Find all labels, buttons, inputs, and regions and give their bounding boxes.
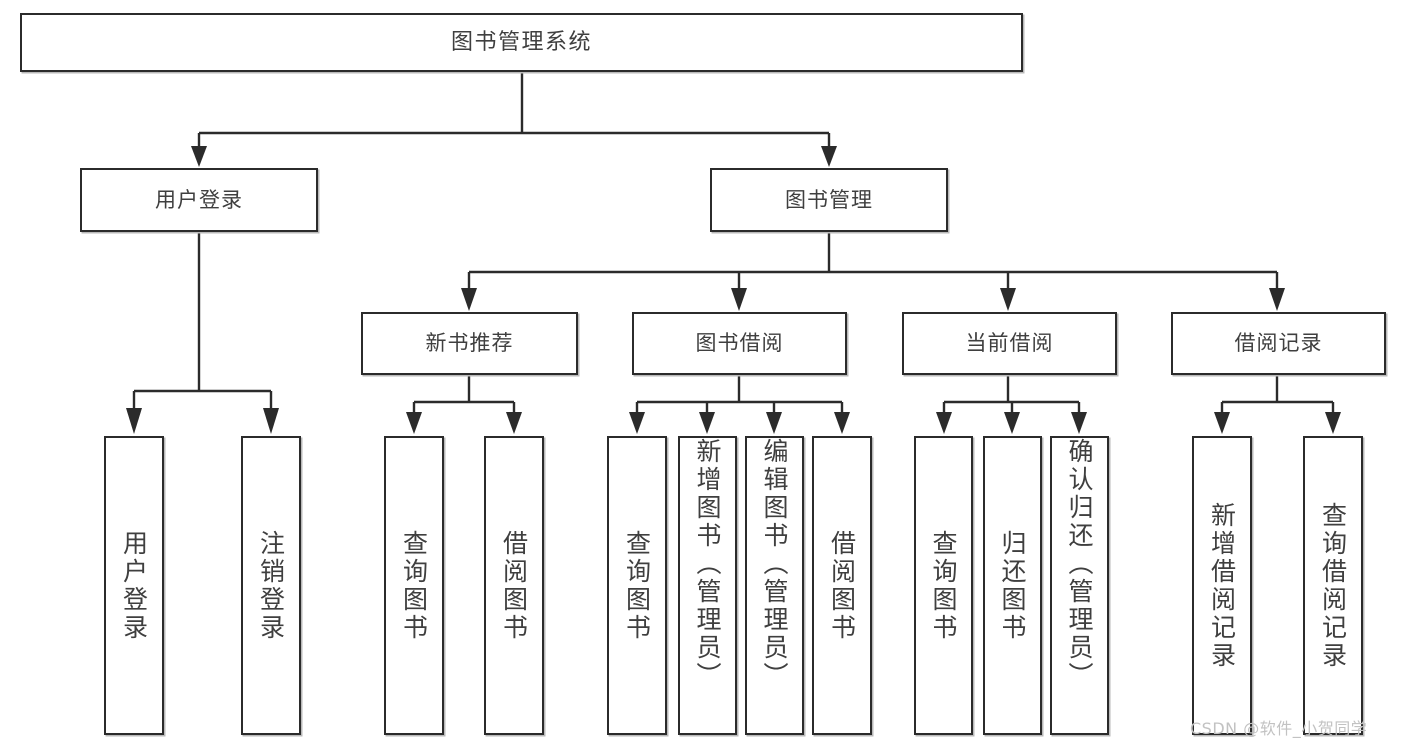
node-root-label: 图书管理系统 (450, 29, 592, 55)
node-leaf-confirm-return[interactable]: 确认归还（管理员） (1050, 436, 1109, 735)
node-new-book-rec-label: 新书推荐 (425, 331, 514, 356)
arrowhead-leaf-query-book-3 (936, 412, 952, 434)
arrowhead-leaf-user-login (126, 408, 142, 434)
node-leaf-add-record-label: 新增借阅记录 (1207, 501, 1237, 670)
node-leaf-user-login[interactable]: 用户登录 (104, 436, 164, 735)
arrowhead-borrow-record (1269, 288, 1285, 311)
node-book-manage[interactable]: 图书管理 (710, 168, 948, 232)
arrowhead-leaf-query-book-1 (406, 412, 422, 434)
node-leaf-user-login-label: 用户登录 (119, 529, 149, 642)
node-leaf-query-book-2[interactable]: 查询图书 (607, 436, 667, 735)
arrowhead-new-book-rec (461, 288, 477, 311)
node-leaf-query-record-label: 查询借阅记录 (1318, 501, 1348, 670)
node-current-borrow[interactable]: 当前借阅 (902, 312, 1117, 375)
arrowhead-leaf-borrow-book-2 (834, 412, 850, 434)
node-book-manage-label: 图书管理 (785, 187, 873, 212)
arrowhead-leaf-logout (263, 408, 279, 434)
node-leaf-return-book-label: 归还图书 (998, 529, 1027, 642)
node-leaf-query-record[interactable]: 查询借阅记录 (1303, 436, 1363, 735)
node-leaf-query-book-3-label: 查询图书 (929, 529, 958, 642)
arrowhead-book-borrow (731, 288, 747, 311)
node-leaf-borrow-book-1[interactable]: 借阅图书 (484, 436, 544, 735)
node-book-borrow-label: 图书借阅 (695, 331, 784, 356)
node-leaf-edit-book-label: 编辑图书（管理员） (760, 438, 789, 690)
node-leaf-borrow-book-2-label: 借阅图书 (827, 529, 857, 642)
arrowhead-leaf-add-record (1214, 412, 1230, 434)
node-leaf-query-book-2-label: 查询图书 (622, 529, 652, 642)
node-book-borrow[interactable]: 图书借阅 (632, 312, 847, 375)
node-leaf-edit-book[interactable]: 编辑图书（管理员） (745, 436, 804, 735)
node-leaf-return-book[interactable]: 归还图书 (983, 436, 1042, 735)
arrowhead-leaf-borrow-book-1 (506, 412, 522, 434)
arrowhead-current-borrow (1000, 288, 1016, 311)
node-borrow-record[interactable]: 借阅记录 (1171, 312, 1386, 375)
arrowhead-leaf-confirm-return (1071, 412, 1087, 434)
node-leaf-logout-label: 注销登录 (256, 529, 286, 642)
node-user-login-label: 用户登录 (155, 187, 243, 212)
node-user-login[interactable]: 用户登录 (80, 168, 318, 232)
arrowhead-leaf-return-book (1004, 412, 1020, 434)
arrowhead-leaf-edit-book (766, 412, 782, 434)
node-leaf-logout[interactable]: 注销登录 (241, 436, 301, 735)
arrowhead-leaf-query-record (1325, 412, 1341, 434)
arrowhead-leaf-query-book-2 (629, 412, 645, 434)
node-leaf-borrow-book-2[interactable]: 借阅图书 (812, 436, 872, 735)
arrowhead-leaf-add-book (699, 412, 715, 434)
node-leaf-add-record[interactable]: 新增借阅记录 (1192, 436, 1252, 735)
node-borrow-record-label: 借阅记录 (1234, 331, 1323, 356)
node-new-book-rec[interactable]: 新书推荐 (361, 312, 578, 375)
node-current-borrow-label: 当前借阅 (965, 331, 1054, 356)
arrowhead-book-manage (821, 146, 837, 167)
node-leaf-confirm-return-label: 确认归还（管理员） (1065, 438, 1094, 690)
node-leaf-query-book-1[interactable]: 查询图书 (384, 436, 444, 735)
csdn-watermark: CSDN @软件_小贺同学 (1190, 719, 1368, 738)
node-leaf-add-book[interactable]: 新增图书（管理员） (678, 436, 737, 735)
node-leaf-query-book-3[interactable]: 查询图书 (914, 436, 973, 735)
arrowhead-user-login (191, 146, 207, 167)
node-leaf-borrow-book-1-label: 借阅图书 (499, 529, 529, 642)
node-leaf-add-book-label: 新增图书（管理员） (693, 438, 722, 690)
node-root[interactable]: 图书管理系统 (20, 13, 1023, 72)
node-leaf-query-book-1-label: 查询图书 (399, 529, 429, 642)
